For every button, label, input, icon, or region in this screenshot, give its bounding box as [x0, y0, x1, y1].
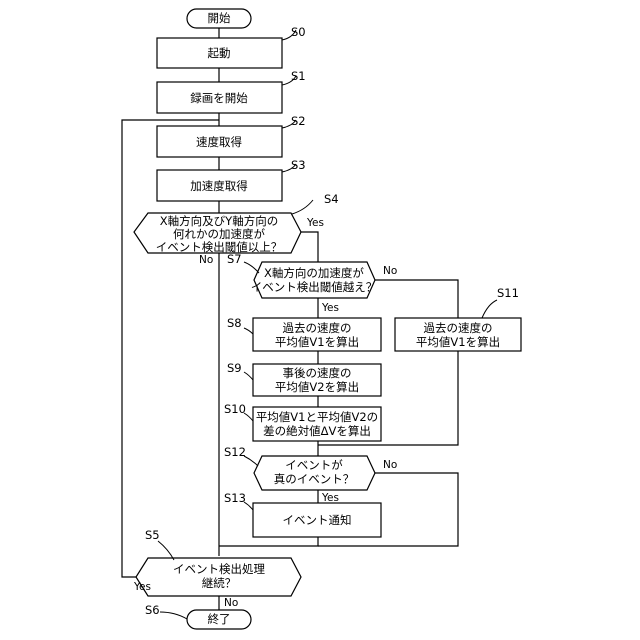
end-node-text: 終了: [208, 612, 231, 626]
step-label-s6: S6: [145, 603, 160, 617]
decision-s5: イベント検出処理 継続？: [136, 558, 301, 596]
process-s1: 録画を開始: [157, 82, 282, 113]
process-s1-text: 録画を開始: [190, 91, 248, 105]
decision-s7-line-1: X軸方向の加速度が: [264, 266, 364, 280]
process-s3: 加速度取得: [157, 170, 282, 201]
process-s11: 過去の速度の 平均値V1を算出: [395, 318, 521, 351]
process-s10-line-1: 平均値V1と平均値V2の: [256, 410, 378, 424]
decision-s5-line-1: イベント検出処理: [173, 562, 265, 576]
decision-s4-line-3: イベント検出閾値以上？: [156, 240, 283, 254]
connector-s4-yes: [301, 232, 318, 262]
branch-label-s5-yes: Yes: [133, 581, 151, 593]
process-s10-line-2: 差の絶対値ΔVを算出: [263, 424, 371, 438]
decision-s5-line-2: 継続？: [202, 576, 237, 590]
decision-s4-line-2: 何れかの加速度が: [173, 227, 265, 241]
decision-s12-line-1: イベントが: [285, 458, 343, 472]
start-node: 開始: [187, 9, 251, 28]
step-label-s3: S3: [291, 158, 306, 172]
connector-s7-no: [375, 280, 458, 318]
step-label-s1: S1: [291, 69, 306, 83]
process-s9-line-2: 平均値V2を算出: [275, 380, 359, 394]
branch-label-s4-no: No: [199, 254, 213, 266]
process-s8: 過去の速度の 平均値V1を算出: [253, 318, 381, 351]
process-s3-text: 加速度取得: [190, 179, 248, 193]
branch-label-s7-yes: Yes: [321, 302, 339, 314]
process-s0-text: 起動: [208, 46, 231, 60]
start-node-text: 開始: [208, 11, 231, 25]
process-s9-line-1: 事後の速度の: [283, 366, 352, 380]
decision-s4: X軸方向及びY軸方向の 何れかの加速度が イベント検出閾値以上？: [134, 213, 301, 254]
branch-label-s4-yes: Yes: [306, 217, 324, 229]
step-label-s8: S8: [227, 316, 242, 330]
branch-label-s7-no: No: [383, 265, 397, 277]
process-s11-line-1: 過去の速度の: [424, 321, 493, 335]
process-s13: イベント通知: [253, 503, 381, 537]
step-label-s0: S0: [291, 25, 306, 39]
process-s2-text: 速度取得: [196, 135, 242, 149]
process-s2: 速度取得: [157, 126, 282, 157]
branch-label-s5-no: No: [224, 597, 238, 609]
process-s8-line-1: 過去の速度の: [283, 321, 352, 335]
end-node: 終了: [187, 610, 251, 629]
decision-s7-line-2: イベント検出閾値越え？: [251, 280, 378, 294]
step-label-s4: S4: [324, 192, 339, 206]
connector-s13-merge: [219, 537, 318, 546]
process-s9: 事後の速度の 平均値V2を算出: [253, 364, 381, 396]
step-label-s11: S11: [497, 286, 519, 300]
decision-s4-line-1: X軸方向及びY軸方向の: [160, 214, 278, 228]
process-s10: 平均値V1と平均値V2の 差の絶対値ΔVを算出: [253, 407, 381, 441]
branch-label-s12-yes: Yes: [321, 492, 339, 504]
step-label-s10: S10: [224, 402, 246, 416]
step-label-s2: S2: [291, 114, 306, 128]
step-label-s9: S9: [227, 361, 242, 375]
process-s8-line-2: 平均値V1を算出: [275, 335, 359, 349]
process-s13-text: イベント通知: [283, 513, 352, 527]
step-label-s5: S5: [145, 528, 160, 542]
step-label-s7: S7: [227, 252, 242, 266]
decision-s7: X軸方向の加速度が イベント検出閾値越え？: [251, 262, 378, 298]
process-s0: 起動: [157, 38, 282, 68]
step-label-s12: S12: [224, 445, 246, 459]
decision-s12-line-2: 真のイベント？: [274, 472, 355, 486]
step-label-s13: S13: [224, 491, 246, 505]
process-s11-line-2: 平均値V1を算出: [416, 335, 500, 349]
decision-s12: イベントが 真のイベント？: [254, 456, 375, 490]
branch-label-s12-no: No: [383, 459, 397, 471]
